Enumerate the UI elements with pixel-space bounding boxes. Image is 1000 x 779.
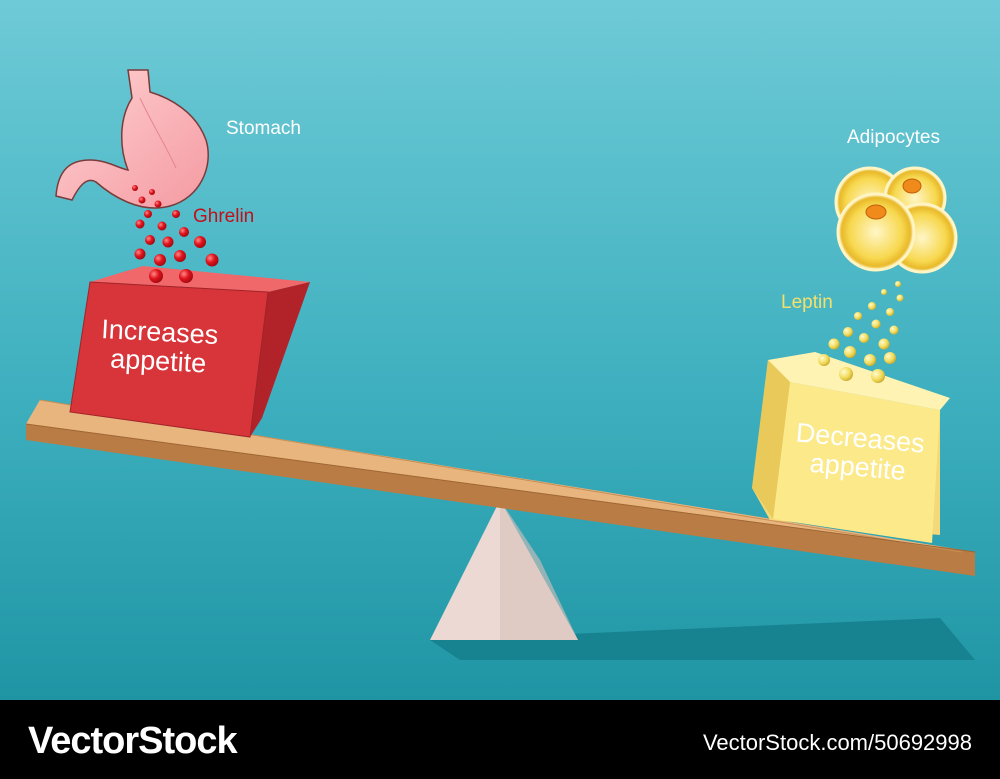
adipocytes-label: Adipocytes	[847, 127, 940, 148]
stomach-illustration	[55, 69, 209, 209]
increases-appetite-text: Increases appetite	[83, 314, 236, 380]
ghrelin-particles	[132, 185, 219, 283]
increases-appetite-box	[69, 266, 310, 438]
decreases-appetite-box	[752, 352, 950, 543]
fulcrum	[430, 500, 578, 640]
stomach-label: Stomach	[226, 118, 301, 139]
seesaw-shadow	[430, 618, 975, 660]
scene-graphic	[0, 0, 1000, 700]
leptin-particles	[818, 281, 904, 383]
seesaw-board	[25, 399, 976, 576]
vectorstock-reference: VectorStock.com/50692998	[702, 730, 972, 755]
ghrelin-label: Ghrelin	[193, 206, 255, 227]
adipocytes-illustration	[834, 166, 958, 274]
vectorstock-logo: VectorStock	[28, 720, 238, 762]
leptin-label: Leptin	[781, 292, 833, 313]
watermark-footer: VectorStock VectorStock.com/50692998	[0, 700, 1000, 779]
